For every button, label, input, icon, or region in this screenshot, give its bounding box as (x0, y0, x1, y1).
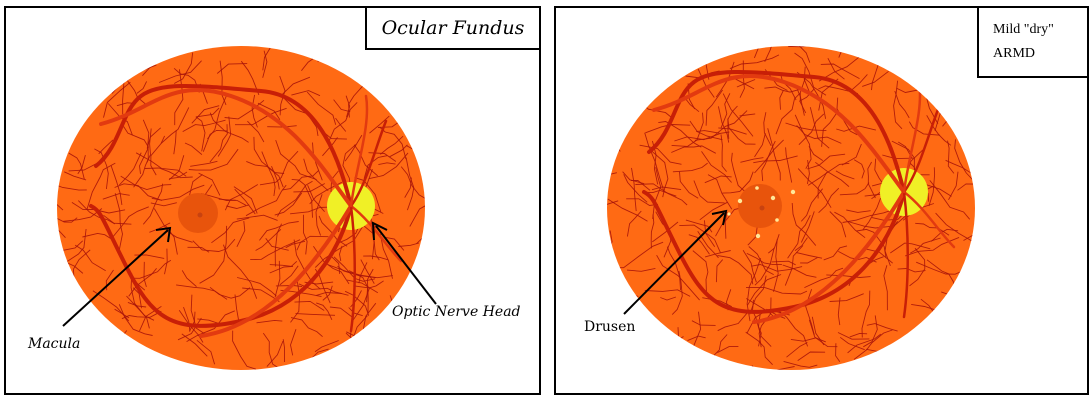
macula-label: Macula (28, 336, 80, 352)
drusen-dot (775, 218, 779, 222)
panel-title: Ocular Fundus (365, 6, 541, 50)
panel-title-line2: ARMD (993, 42, 1087, 66)
drusen-dot (756, 234, 760, 238)
fundus-panel-armd: Mild "dry" ARMD Drusen (554, 6, 1089, 395)
drusen-dot (727, 212, 730, 215)
drusen-dot (738, 199, 742, 203)
drusen-dot (771, 196, 775, 200)
drusen-dot (755, 186, 759, 190)
macula (178, 193, 218, 233)
fundus-illustration-normal (6, 8, 543, 397)
fundus-panel-normal: Ocular Fundus Macula Optic Nerve Head (4, 6, 541, 395)
drusen-label: Drusen (584, 319, 635, 335)
optic-nerve-head-label: Optic Nerve Head (392, 304, 521, 320)
drusen-dot (791, 190, 795, 194)
panel-title-line1: Mild "dry" (993, 18, 1087, 42)
macula (738, 184, 782, 228)
panel-title-box: Mild "dry" ARMD (977, 6, 1089, 78)
